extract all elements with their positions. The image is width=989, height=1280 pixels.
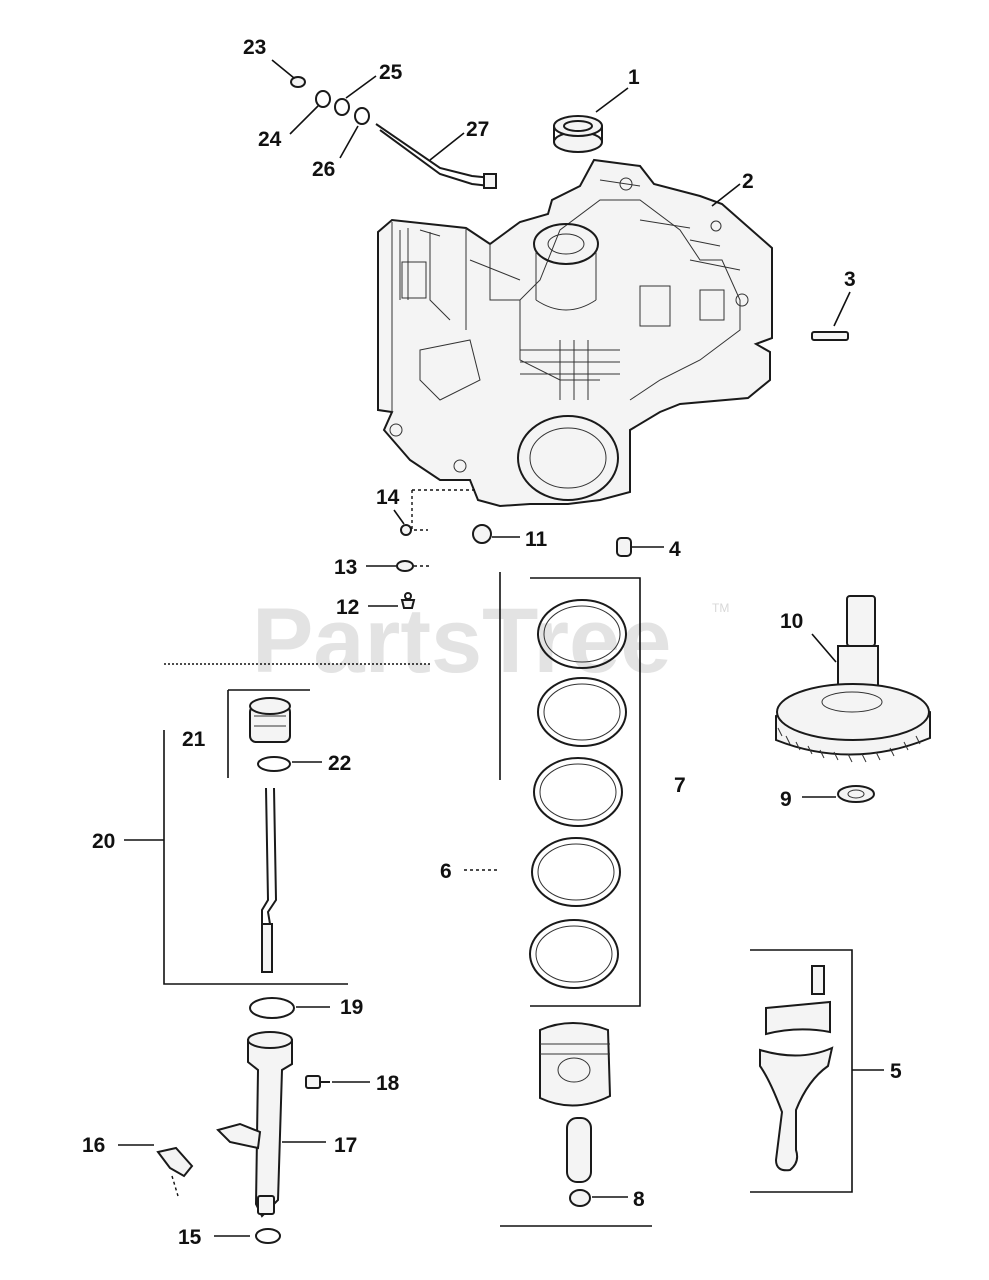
- part-27-shape[interactable]: [375, 123, 493, 187]
- part-24-shape[interactable]: [315, 90, 331, 108]
- dowel-pin[interactable]: [811, 331, 849, 341]
- camshaft[interactable]: [775, 595, 931, 763]
- watermark-text: PartsTree: [252, 590, 671, 692]
- part-15-shape[interactable]: [255, 1228, 281, 1244]
- part-4-shape[interactable]: [616, 537, 632, 557]
- callout-22[interactable]: 22: [328, 752, 351, 775]
- callout-1[interactable]: 1: [628, 66, 640, 89]
- bracket-screw[interactable]: [156, 1146, 194, 1197]
- piston-ring-set[interactable]: [499, 572, 641, 1007]
- part-9-shape[interactable]: [837, 785, 875, 803]
- connecting-rod[interactable]: [750, 949, 853, 1193]
- callout-13[interactable]: 13: [334, 556, 357, 579]
- callout-3[interactable]: 3: [844, 268, 856, 291]
- crankcase[interactable]: [377, 158, 773, 508]
- dipstick-tube[interactable]: [216, 1031, 293, 1218]
- screw[interactable]: [305, 1075, 330, 1089]
- callout-15[interactable]: 15: [178, 1226, 202, 1249]
- part-11-shape[interactable]: [472, 524, 492, 544]
- callout-11[interactable]: 11: [525, 528, 548, 551]
- callout-4[interactable]: 4: [669, 538, 681, 561]
- dipstick-blade[interactable]: [261, 787, 278, 925]
- part-13-shape[interactable]: [396, 560, 414, 572]
- part-26-shape[interactable]: [354, 107, 370, 125]
- dipstick-bracket: [163, 730, 348, 985]
- part-8-shape[interactable]: [569, 1189, 591, 1207]
- part-22-shape[interactable]: [257, 756, 291, 772]
- callout-2[interactable]: 2: [742, 170, 754, 193]
- callout-25[interactable]: 25: [379, 61, 403, 84]
- callout-23[interactable]: 23: [243, 36, 266, 59]
- callout-20[interactable]: 20: [92, 830, 115, 853]
- callout-18[interactable]: 18: [376, 1072, 400, 1095]
- oil-seal[interactable]: [553, 115, 603, 153]
- callout-16[interactable]: 16: [82, 1134, 105, 1157]
- part-12-shape[interactable]: [400, 599, 416, 609]
- part-25-shape[interactable]: [334, 98, 350, 116]
- dipstick-cap[interactable]: [249, 697, 291, 743]
- callout-8[interactable]: 8: [633, 1188, 645, 1211]
- part-23-shape[interactable]: [290, 76, 306, 88]
- callout-10[interactable]: 10: [780, 610, 803, 633]
- callout-6[interactable]: 6: [440, 860, 452, 883]
- piston-assembly[interactable]: [539, 1022, 612, 1183]
- callout-5[interactable]: 5: [890, 1060, 902, 1083]
- callout-21[interactable]: 21: [182, 728, 206, 751]
- callout-19[interactable]: 19: [340, 996, 363, 1019]
- part-14-shape[interactable]: [400, 524, 412, 536]
- callout-9[interactable]: 9: [780, 788, 792, 811]
- watermark-trademark: TM: [712, 601, 729, 615]
- dipstick-tip: [261, 923, 273, 973]
- callout-24[interactable]: 24: [258, 128, 282, 151]
- breather-hardware: [290, 76, 497, 189]
- callout-27[interactable]: 27: [466, 118, 489, 141]
- callout-7[interactable]: 7: [674, 774, 686, 797]
- callout-26[interactable]: 26: [312, 158, 335, 181]
- part-27-end: [483, 173, 497, 189]
- part-19-shape[interactable]: [249, 997, 295, 1019]
- callout-14[interactable]: 14: [376, 486, 400, 509]
- callout-17[interactable]: 17: [334, 1134, 357, 1157]
- callout-12[interactable]: 12: [336, 596, 359, 619]
